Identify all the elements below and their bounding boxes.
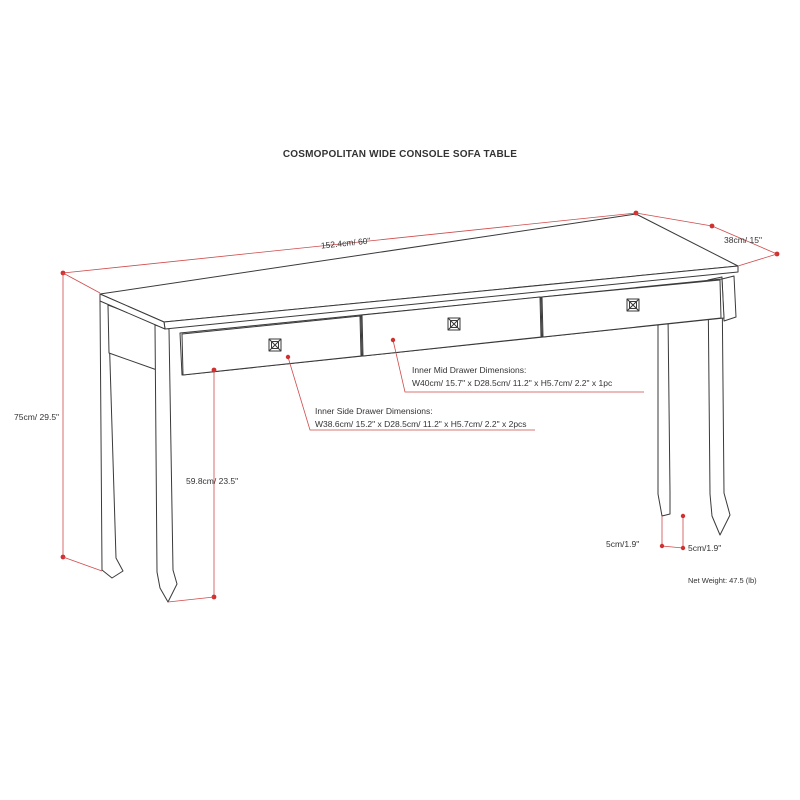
diagram-title: COSMOPOLITAN WIDE CONSOLE SOFA TABLE [283, 149, 517, 160]
net-weight-label: Net Weight: 47.5 (lb) [688, 576, 757, 585]
leg-side-label: 5cm/1.9" [606, 539, 639, 549]
tabletop-left-edge [99, 293, 166, 330]
drawer-divider-right [540, 296, 543, 338]
back-right-leg [657, 314, 671, 517]
leg-front-label: 5cm/1.9" [688, 543, 721, 553]
console-table-drawing [99, 213, 739, 603]
dimension-lines [60, 210, 780, 603]
side-drawer-leader [287, 356, 535, 431]
clearance-label: 59.8cm/ 23.5" [186, 476, 238, 486]
width-dimension-line [62, 212, 637, 274]
mid-drawer-spec: W40cm/ 15.7" x D28.5cm/ 11.2" x H5.7cm/ … [412, 378, 613, 388]
side-drawer-heading: Inner Side Drawer Dimensions: [315, 406, 433, 416]
front-left-leg [154, 324, 178, 603]
depth-label: 38cm/ 15" [724, 235, 762, 245]
drawer-knob-icon [268, 338, 282, 352]
mid-drawer-leader [392, 339, 644, 393]
drawer-divider-left [360, 314, 363, 357]
drawer-knob-icon [626, 298, 640, 312]
drawer-knob-icon [447, 317, 461, 331]
height-label: 75cm/ 29.5" [14, 412, 59, 422]
side-drawer-spec: W38.6cm/ 15.2" x D28.5cm/ 11.2" x H5.7cm… [315, 419, 527, 429]
depth-dimension-line [711, 225, 778, 255]
mid-drawer-heading: Inner Mid Drawer Dimensions: [412, 365, 526, 375]
width-label: 152.4cm/ 60" [320, 235, 371, 250]
